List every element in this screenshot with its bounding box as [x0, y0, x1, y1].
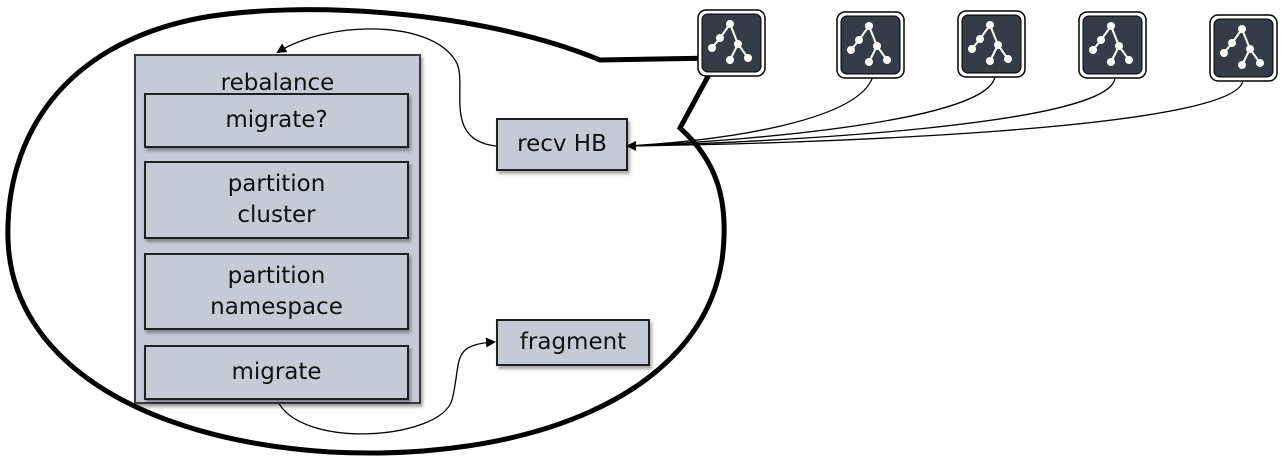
step-partition-cluster-line-1: partition	[227, 171, 326, 197]
cluster-node-1	[697, 9, 766, 77]
recv-hb-box: recv HB	[496, 118, 628, 171]
cluster-node-4	[1078, 11, 1147, 79]
recv-hb-label: recv HB	[517, 131, 607, 157]
hb-line-node-3	[627, 75, 996, 147]
hb-line-node-4	[627, 77, 1116, 147]
recv-to-rebalance-arrow	[276, 28, 497, 147]
step-partition-cluster-line-2: cluster	[237, 202, 316, 228]
step-migrate-check-label: migrate?	[225, 107, 328, 133]
hb-line-node-5	[626, 79, 1244, 151]
step-partition-namespace-line-2: namespace	[210, 293, 343, 320]
step-migrate-check: migrate?	[144, 93, 409, 148]
hb-line-node-2	[627, 75, 874, 147]
cluster-node-5	[1209, 14, 1278, 82]
step-partition-namespace: partition namespace	[144, 253, 409, 330]
step-partition-namespace-line-1: partition	[227, 262, 326, 289]
migrate-to-fragment-arrow	[276, 337, 496, 435]
fragment-box: fragment	[496, 319, 650, 366]
cluster-node-2	[836, 11, 905, 79]
fragment-label: fragment	[519, 329, 627, 355]
rebalance-title: rebalance	[220, 70, 335, 96]
zoom-callout-outline	[5, 7, 727, 456]
cluster-node-3	[957, 10, 1026, 78]
step-migrate: migrate	[144, 345, 409, 400]
step-migrate-label: migrate	[231, 359, 322, 385]
step-partition-cluster: partition cluster	[144, 161, 409, 239]
